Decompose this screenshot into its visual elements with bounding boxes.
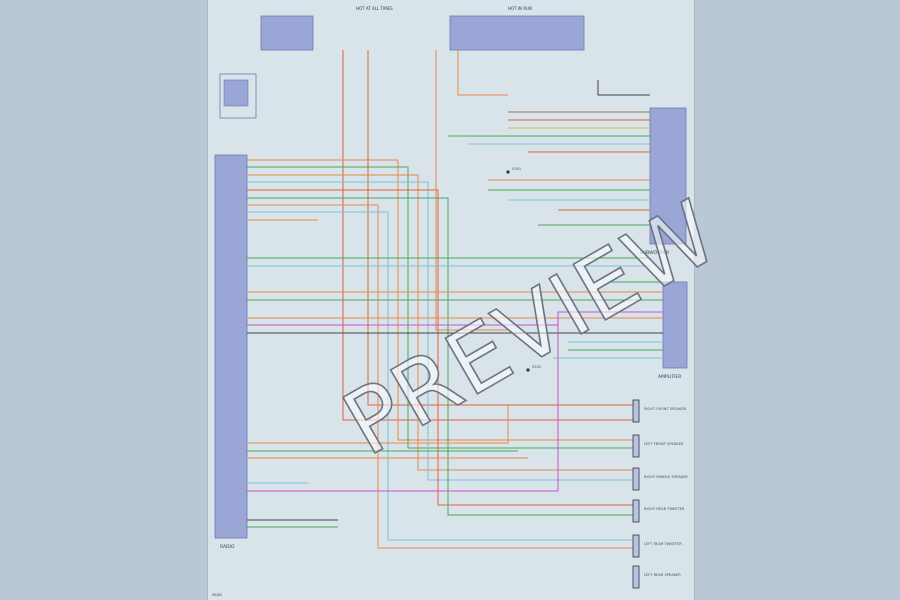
amp-tag: AMPLIFIER — [658, 374, 681, 380]
wiring-diagram: HOT AT ALL TIMES HOT IN RUN RADIO SUBWOO… — [212, 6, 688, 597]
fuse-a-label: HOT AT ALL TIMES — [356, 6, 393, 11]
right-module-upper — [649, 107, 687, 245]
wire-green-2 — [247, 197, 633, 516]
splice-dot — [506, 170, 510, 174]
wire-black-3 — [597, 80, 650, 96]
speaker-left-front: LEFT FRONT SPEAKER — [632, 434, 684, 458]
wire-orange-5 — [247, 204, 633, 549]
wire-violet-2 — [247, 312, 559, 492]
speaker-right-rear-tweeter: RIGHT REAR TWEETER — [632, 499, 685, 523]
splice-label: S302 — [532, 365, 541, 369]
speaker-right-middle: RIGHT MIDDLE SPEAKER — [632, 467, 688, 491]
speaker-label: RIGHT FRONT SPEAKER — [644, 407, 687, 411]
left-module-tag: RADIO — [220, 544, 235, 550]
wire-lightblue-2 — [247, 211, 633, 541]
speaker-right-front: RIGHT FRONT SPEAKER — [632, 399, 687, 423]
wire-orange-1 — [435, 50, 508, 331]
speaker-label: LEFT FRONT SPEAKER — [644, 442, 684, 446]
diagram-code: 96J82 — [212, 593, 222, 597]
wire-green-1 — [247, 166, 633, 449]
speaker-left-rear-tweeter: LEFT REAR TWEETER — [632, 534, 682, 558]
fuse-block-left — [260, 15, 314, 51]
wire-orange-2 — [457, 50, 508, 96]
relay-block — [219, 73, 257, 119]
wire-orange-9 — [247, 405, 509, 444]
speaker-label: LEFT REAR TWEETER — [644, 542, 682, 546]
fuse-b-label: HOT IN RUN — [508, 6, 532, 11]
relay-body — [223, 79, 249, 107]
speaker-left-rear: LEFT REAR SPEAKER — [632, 565, 681, 589]
wiring-diagram-sheet: HOT AT ALL TIMES HOT IN RUN RADIO SUBWOO… — [208, 0, 694, 600]
splice-label: S301 — [512, 167, 521, 171]
wire-red-3 — [247, 189, 633, 506]
right-module-tag: SUBWOOFER — [640, 250, 669, 256]
wire-red-1 — [342, 50, 633, 421]
left-module — [214, 154, 248, 539]
speaker-label: RIGHT REAR TWEETER — [644, 507, 685, 511]
wire-red-2 — [367, 50, 633, 406]
speaker-label: LEFT REAR SPEAKER — [644, 573, 681, 577]
speaker-label: RIGHT MIDDLE SPEAKER — [644, 475, 688, 479]
right-module-lower — [662, 281, 688, 369]
fuse-block-right — [449, 15, 585, 51]
wire-orange-4 — [247, 174, 633, 471]
splice-dot — [526, 368, 530, 372]
wire-lightblue-1 — [247, 181, 633, 481]
